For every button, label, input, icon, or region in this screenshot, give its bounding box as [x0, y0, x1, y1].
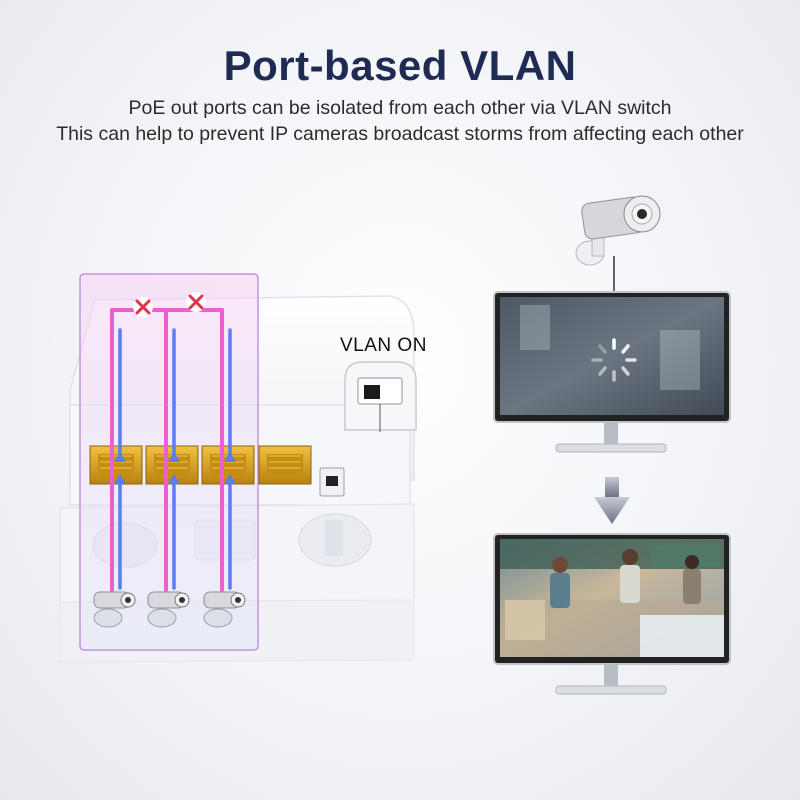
ip-camera-1 [93, 591, 136, 628]
large-ip-camera [575, 195, 661, 294]
rj45-port-1 [89, 445, 143, 485]
subtitle-line-1: PoE out ports can be isolated from each … [128, 97, 672, 119]
blue-cables [118, 328, 232, 590]
vlan-on-label: VLAN ON [340, 335, 427, 356]
vlan-switch [319, 467, 345, 497]
monitor-bottom [493, 533, 731, 695]
ip-camera-2 [147, 591, 190, 628]
blue-arrow-heads [114, 452, 236, 484]
vlan-switch-zoom [344, 361, 417, 432]
isolation-x-mark-1 [133, 297, 153, 317]
isolation-x-mark-2 [186, 292, 206, 312]
loading-spinner-icon [591, 338, 637, 382]
page-title: Port-based VLAN [223, 42, 577, 89]
down-arrow-icon [594, 477, 630, 524]
ip-camera-3 [203, 591, 246, 628]
rj45-port-4 [258, 445, 312, 485]
rj45-port-3 [201, 445, 255, 485]
subtitle-line-2: This can help to prevent IP cameras broa… [56, 123, 744, 145]
monitor-top [493, 291, 731, 453]
